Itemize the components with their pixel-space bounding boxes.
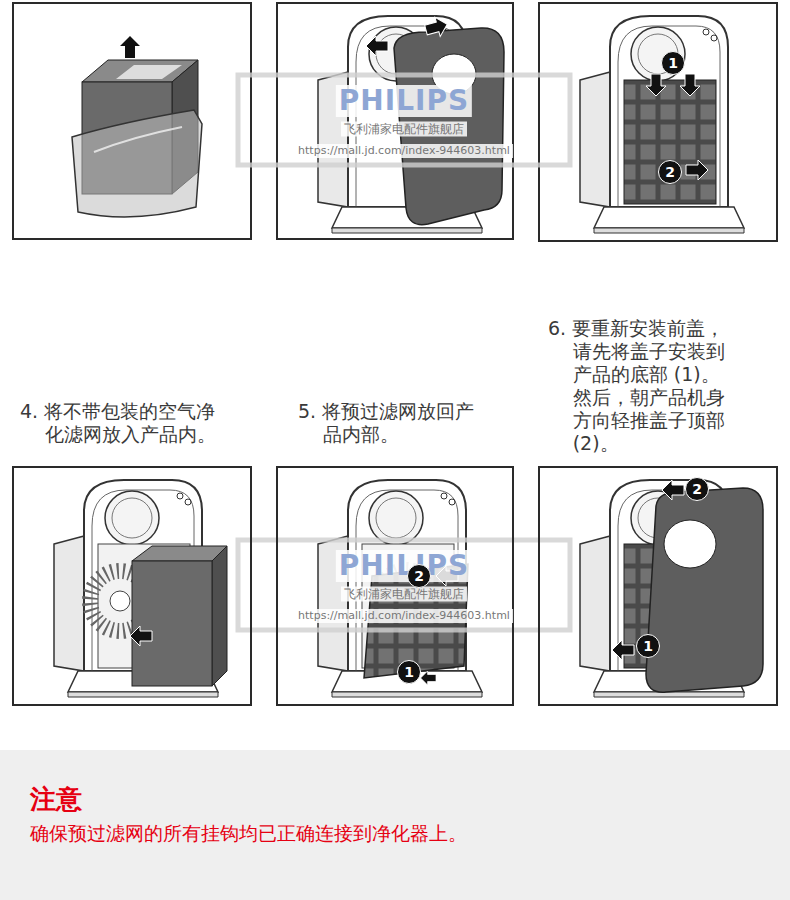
watermark-frame [238,75,570,165]
watermark-logo: PHILIPS [336,550,472,582]
step-caption: 6. 要重新安装前盖，请先将盖子安装到产品的底部 (1)。然后，朝产品机身方向轻… [548,317,728,455]
prefilter-removal-figure [580,16,744,233]
filter-insert-figure [110,591,130,611]
callout-number: 1 [661,51,685,75]
watermark-frame [238,540,570,630]
prefilter-insert-figure [318,480,482,697]
step-caption: 5. 将预过滤网放回产品内部。 [298,400,478,446]
prefilter-insert-figure [318,480,482,697]
cover-refit-figure [612,640,634,660]
filter-insert-figure [54,480,227,697]
prefilter-removal-figure [539,3,777,241]
filter-insert-figure [132,561,212,686]
watermark-text: 飞利浦家电配件旗舰店 [341,122,467,137]
callout-number: 1 [397,660,421,684]
filter-insert-figure [54,480,218,697]
prefilter-removal-figure [680,74,700,96]
callout-number: 2 [407,564,431,588]
filter-insert-figure [132,546,227,561]
filter-unpack-figure [72,110,202,217]
filter-unpack-figure [94,127,182,152]
watermark-text: 飞利浦家电配件旗舰店 [341,587,467,602]
cover-removal-figure [277,3,513,239]
filter-insert-figure [212,546,227,686]
panel-frame [538,466,778,706]
filter-unpack-figure [13,3,251,239]
cover-refit-figure [580,480,763,697]
watermark-url: https://mall.jd.com/index-944603.html [295,609,513,623]
prefilter-removal-figure [646,74,666,96]
prefilter-removal-figure [624,80,716,204]
watermark-logo: PHILIPS [336,85,472,117]
callout-number: 2 [685,477,709,501]
prefilter-removal-figure [539,3,777,241]
notice-text: 确保预过滤网的所有挂钩均已正确连接到净化器上。 [30,820,760,846]
prefilter-insert-figure [421,671,436,685]
prefilter-removal-figure [686,160,708,180]
filter-unpack-figure [13,3,251,239]
notice-band: 注意确保预过滤网的所有挂钩均已正确连接到净化器上。 [0,750,790,900]
cover-refit-figure [662,480,684,500]
filter-insert-figure [130,626,152,646]
step-caption: 4. 将不带包装的空气净化滤网放入产品内。 [20,400,220,446]
filter-unpack-figure [120,36,140,58]
cover-refit-figure [664,520,716,568]
filter-unpack-figure [116,65,182,79]
callout-number: 2 [658,160,682,184]
cover-removal-figure [423,15,449,40]
watermark-url: https://mall.jd.com/index-944603.html [295,144,513,158]
step-panel: 4. 将不带包装的空气净化滤网放入产品内。 [12,400,252,706]
panel-frame [12,466,252,706]
cover-removal-figure [277,3,513,239]
notice-heading: 注意 [30,782,760,816]
callout-number: 1 [636,634,660,658]
cover-removal-figure [366,36,388,56]
watermark-frame [238,75,570,630]
cover-refit-figure [646,488,763,692]
